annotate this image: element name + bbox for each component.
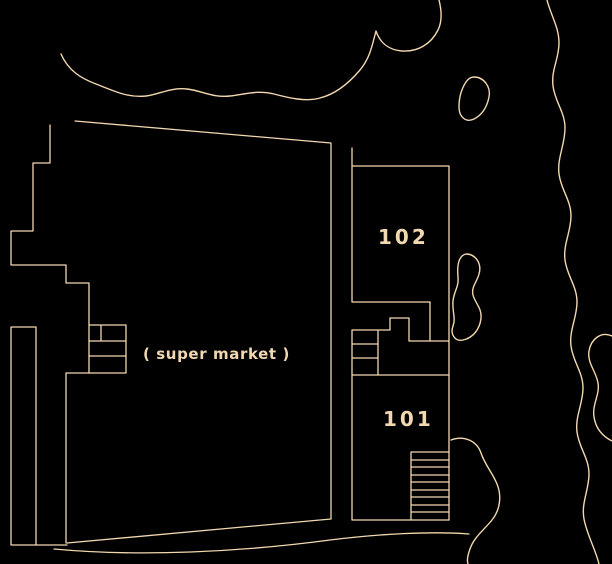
buildings — [10, 120, 470, 554]
terrain-contours — [60, 0, 612, 564]
site-boundary-line — [53, 532, 470, 554]
unit-102-label: 102 — [378, 225, 429, 249]
islet-mid-east — [451, 253, 482, 341]
unit-101-walls — [351, 374, 450, 521]
west-double-wall — [10, 326, 68, 546]
islet-north-east — [458, 76, 491, 121]
islet-east — [588, 333, 612, 442]
contour-north — [60, 0, 442, 101]
unit-101-label: 101 — [383, 407, 434, 431]
entry-steps-detail — [88, 324, 127, 374]
supermarket-label: ( super market ) — [143, 345, 290, 363]
contour-east — [546, 0, 600, 564]
west-lower-wall — [65, 372, 90, 544]
contour-south — [450, 437, 501, 564]
staircase-hatching — [410, 451, 450, 521]
vestibule-steps — [351, 301, 450, 376]
main-building-outline — [66, 120, 332, 544]
main-building-left-steps — [10, 124, 90, 374]
unit-102-walls — [351, 147, 450, 521]
